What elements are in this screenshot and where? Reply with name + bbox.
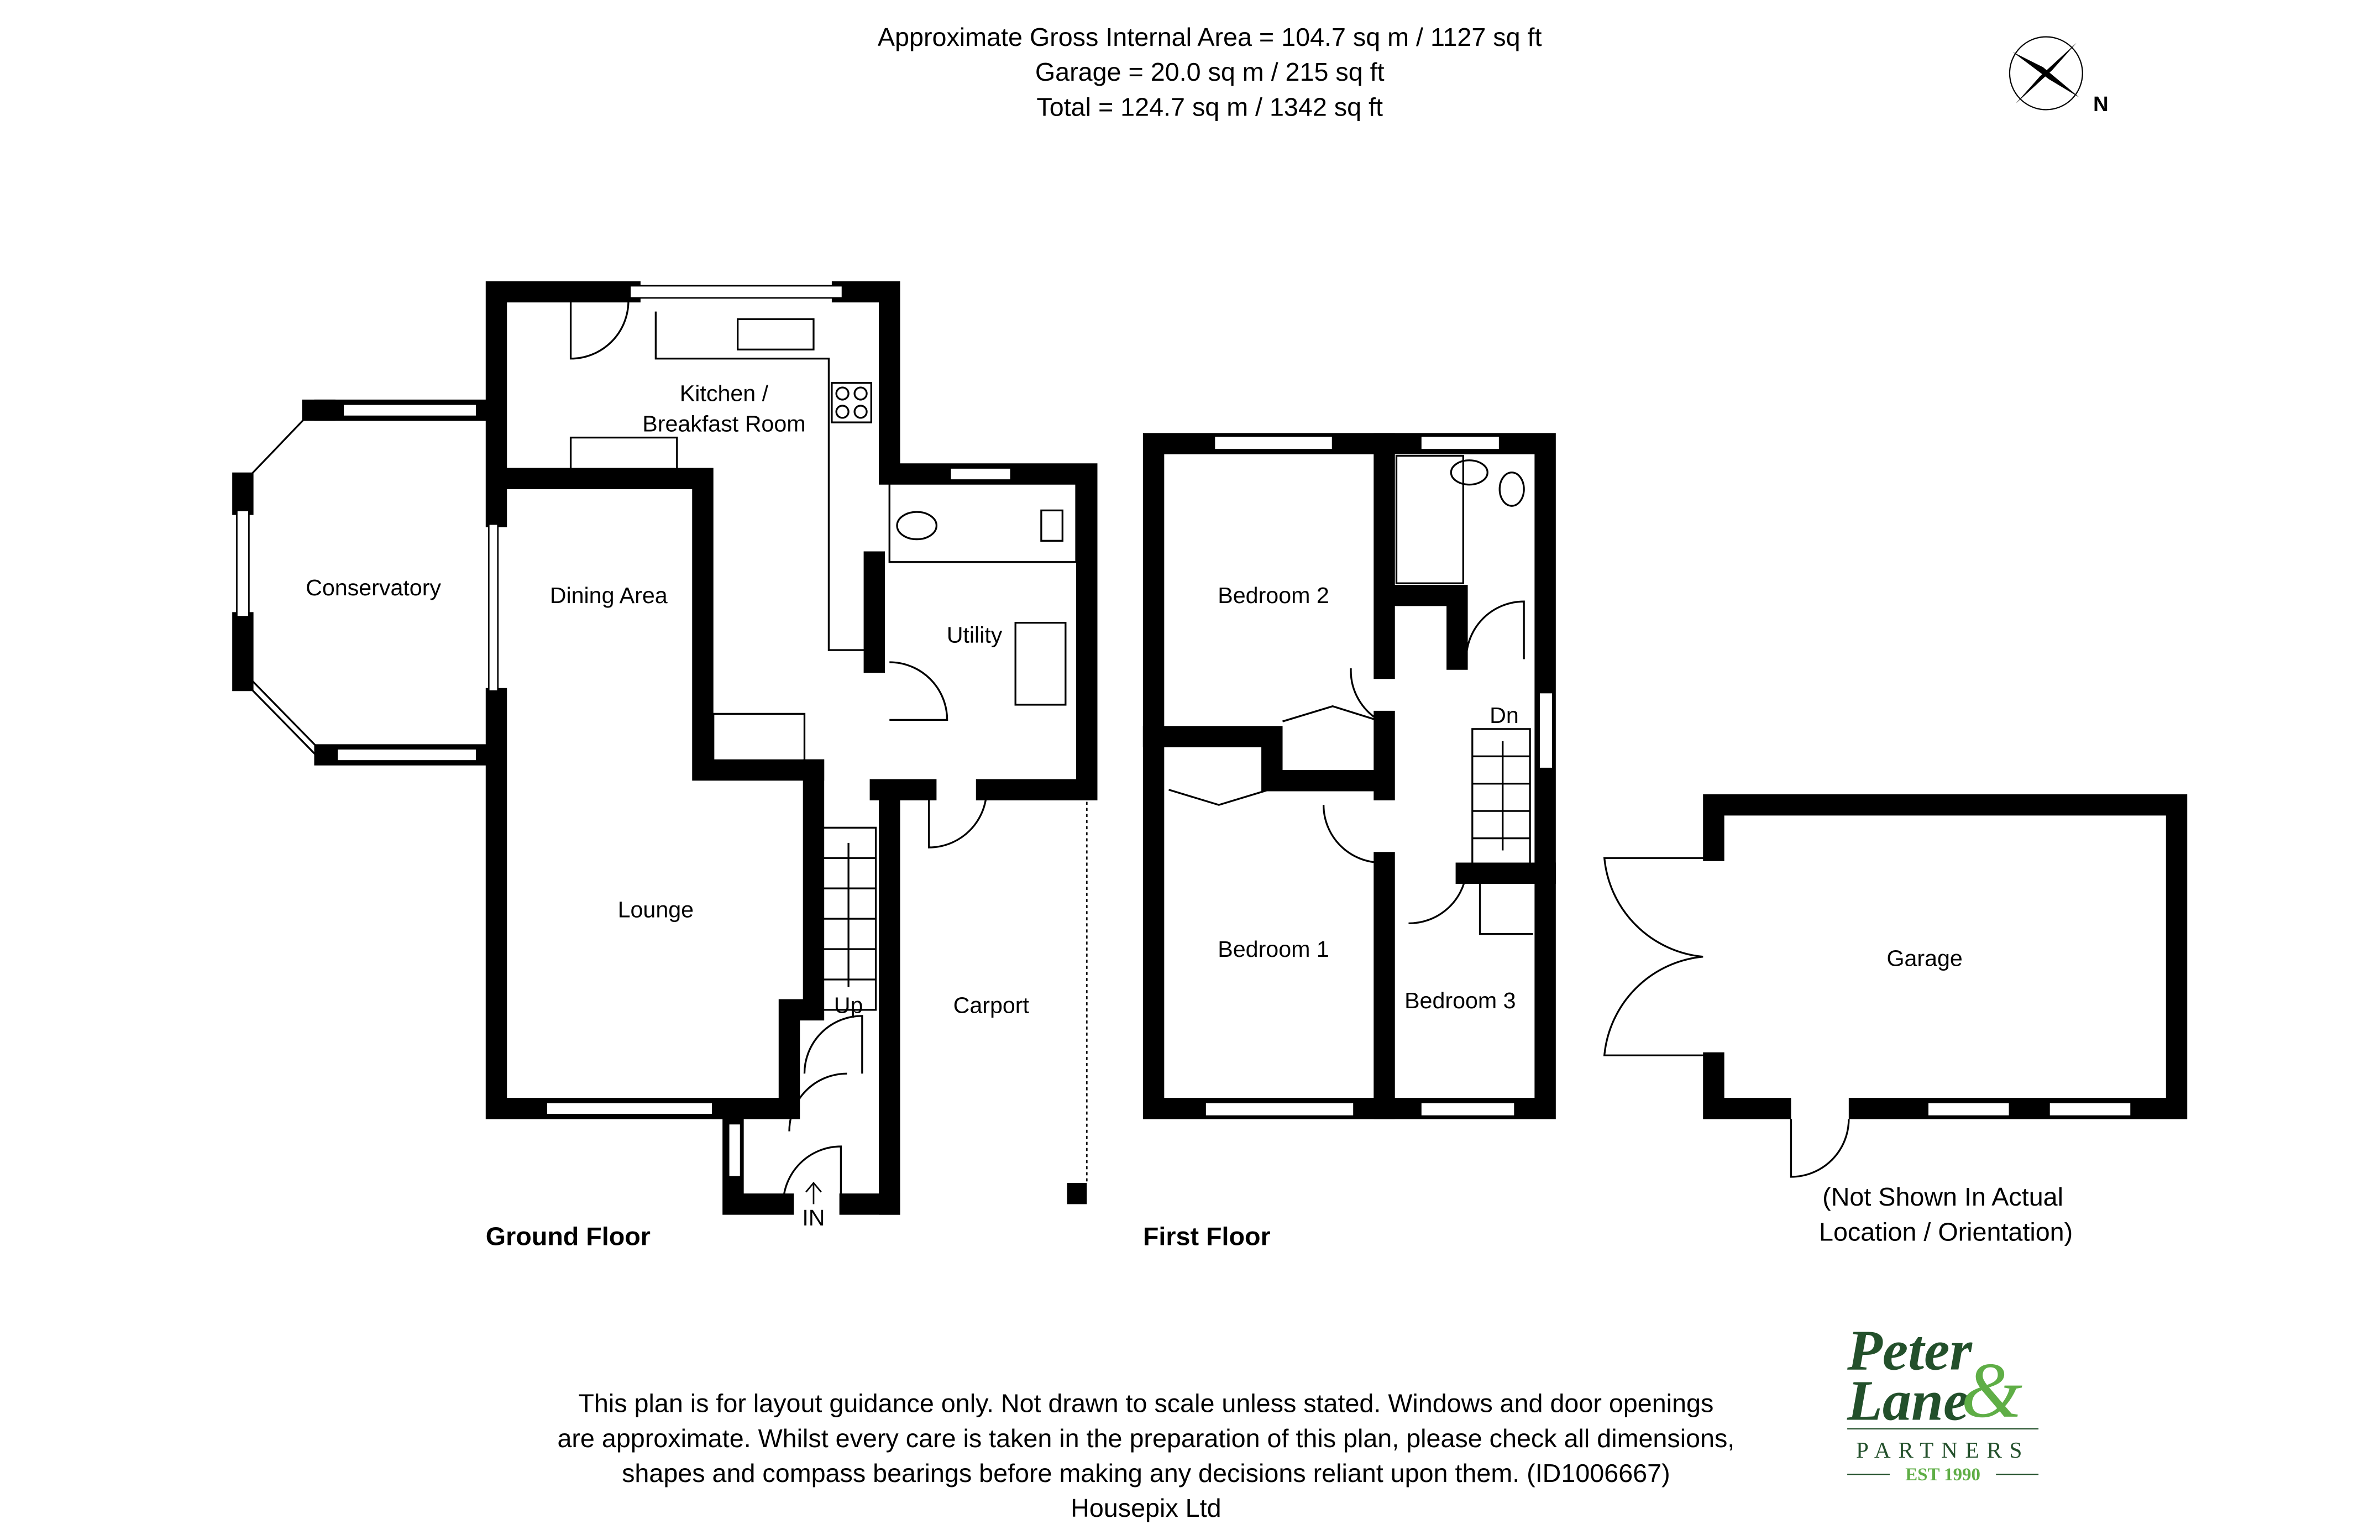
logo-partners: PARTNERS xyxy=(1856,1437,2030,1463)
first-floor-title: First Floor xyxy=(1143,1222,1271,1251)
disclaimer-line2: are approximate. Whilst every care is ta… xyxy=(557,1424,1734,1453)
logo-lane: Lane xyxy=(1847,1368,1969,1432)
logo-ampersand: & xyxy=(1961,1347,2022,1434)
total-area-text: Total = 124.7 sq m / 1342 sq ft xyxy=(1036,92,1383,121)
carport-label: Carport xyxy=(953,992,1030,1018)
kitchen-label-line2: Breakfast Room xyxy=(642,411,805,437)
bedroom1-label: Bedroom 1 xyxy=(1218,936,1329,962)
disclaimer-line3: shapes and compass bearings before makin… xyxy=(622,1459,1670,1487)
gross-area-text: Approximate Gross Internal Area = 104.7 … xyxy=(878,23,1542,51)
utility-label: Utility xyxy=(947,622,1003,647)
garage-note-line2: Location / Orientation) xyxy=(1819,1217,2073,1246)
dining-area-label: Dining Area xyxy=(550,583,668,608)
compass-north-label: N xyxy=(2093,92,2109,116)
peter-lane-partners-logo: Peter Lane & PARTNERS EST 1990 xyxy=(1847,1318,2039,1485)
bedroom3-label: Bedroom 3 xyxy=(1404,988,1516,1013)
logo-est: EST 1990 xyxy=(1905,1465,1980,1485)
garage-label: Garage xyxy=(1886,945,1962,971)
bedroom2-label: Bedroom 2 xyxy=(1218,583,1329,608)
logo-peter: Peter xyxy=(1847,1318,1973,1382)
garage-area-text: Garage = 20.0 sq m / 215 sq ft xyxy=(1035,57,1385,86)
entrance-arrow-icon xyxy=(805,1181,822,1204)
ground-floor-title: Ground Floor xyxy=(486,1222,651,1251)
garage-note-line1: (Not Shown In Actual xyxy=(1822,1182,2063,1211)
disclaimer-line4: Housepix Ltd xyxy=(1071,1494,1221,1522)
first-floor-plan: Bedroom 2 Bedroom 1 Bedroom 3 Dn First F… xyxy=(1142,433,1556,1251)
stairs-down-label: Dn xyxy=(1490,703,1519,728)
kitchen-label-line1: Kitchen / xyxy=(680,381,769,406)
ground-floor-plan: Kitchen / Breakfast Room Conservatory Di… xyxy=(232,281,1098,1251)
entrance-label: IN xyxy=(802,1205,825,1230)
lounge-label: Lounge xyxy=(618,897,694,922)
compass-rose-icon: N xyxy=(2009,36,2109,116)
garage-plan: Garage (Not Shown In Actual Location / O… xyxy=(1603,794,2188,1246)
conservatory-label: Conservatory xyxy=(306,575,441,600)
disclaimer-line1: This plan is for layout guidance only. N… xyxy=(578,1389,1713,1418)
stairs-up-label: Up xyxy=(834,992,863,1018)
